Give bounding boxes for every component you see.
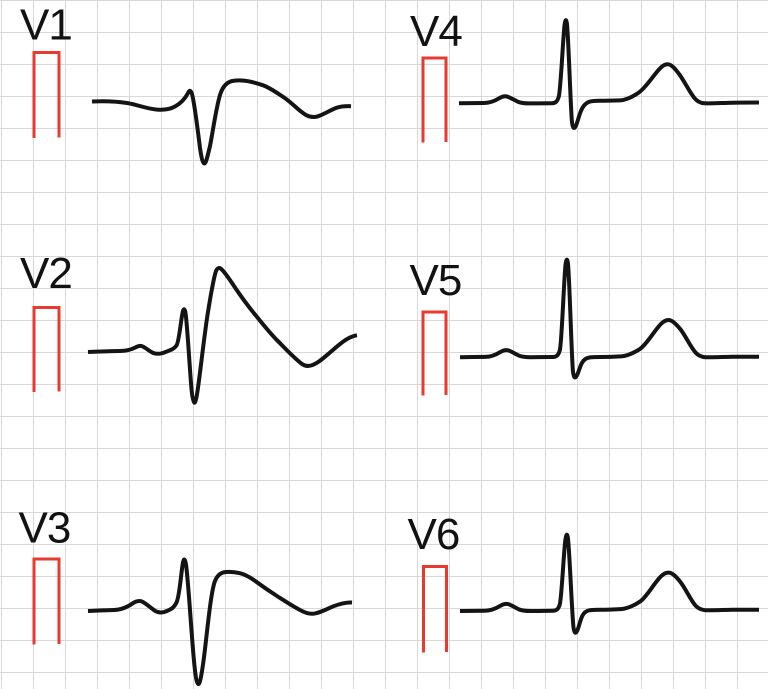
calibration-pulse-v1 [32, 51, 61, 138]
calibration-pulse-v5 [421, 310, 448, 396]
lead-group-v6: V6 [408, 510, 760, 653]
ecg-trace-v6 [459, 532, 760, 635]
lead-group-v1: V1 [20, 1, 352, 166]
ecg-trace-v5 [459, 257, 760, 380]
ecg-trace-v3 [87, 557, 353, 687]
calibration-pulse-v3 [32, 557, 61, 645]
ecg-trace-v2 [87, 266, 358, 405]
lead-label-v2: V2 [20, 249, 72, 298]
lead-group-v5: V5 [410, 256, 760, 396]
calibration-pulse-v4 [421, 56, 448, 143]
lead-group-v2: V2 [20, 249, 358, 405]
calibration-pulse-v6 [422, 565, 448, 653]
ecg-trace-v1 [91, 78, 352, 166]
lead-label-v3: V3 [19, 504, 71, 553]
lead-label-v1: V1 [20, 1, 72, 50]
lead-label-v5: V5 [410, 256, 462, 305]
lead-label-v4: V4 [410, 7, 462, 56]
lead-group-v4: V4 [410, 7, 760, 143]
calibration-pulse-v2 [32, 306, 61, 392]
ecg-trace-v4 [458, 18, 760, 130]
lead-label-v6: V6 [408, 510, 460, 559]
lead-group-v3: V3 [19, 504, 353, 687]
